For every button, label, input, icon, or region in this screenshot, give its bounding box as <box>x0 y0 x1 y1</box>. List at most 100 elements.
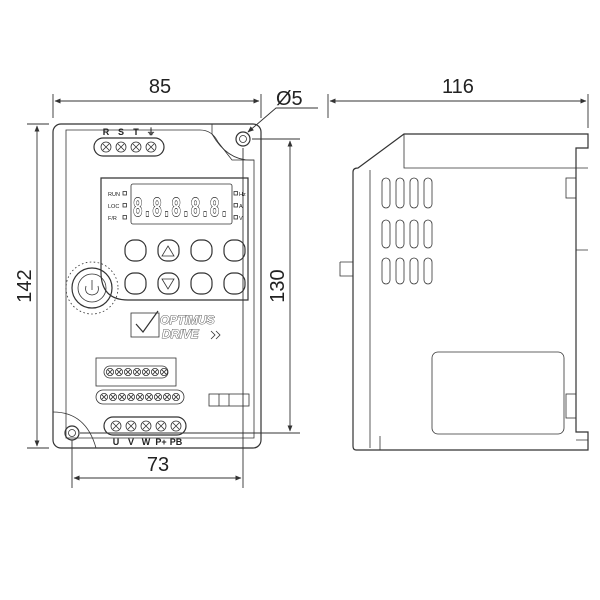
dim-hole-spacing-vertical: 130 <box>267 269 289 302</box>
keypad-button[interactable] <box>157 272 180 295</box>
front-housing-outline <box>52 123 262 449</box>
output-terminal-label: P+ <box>155 437 166 447</box>
status-led <box>122 203 127 208</box>
vent-slot <box>381 219 391 249</box>
input-terminal-label: ⏚ <box>146 127 155 137</box>
led-display <box>130 183 233 225</box>
input-terminal-screw <box>100 141 112 153</box>
control-terminal-screw <box>144 392 153 401</box>
control-terminal-screw <box>135 392 144 401</box>
control-terminal-screw <box>109 392 118 401</box>
keypad-button[interactable] <box>190 239 213 262</box>
unit-led <box>233 191 238 196</box>
control-terminal-screw <box>106 367 115 376</box>
output-terminal-label: W <box>142 437 151 447</box>
control-terminal-screw <box>100 392 109 401</box>
status-indicator-label: RUN <box>108 192 120 198</box>
vent-slot <box>423 257 433 285</box>
bottom-mounting-hole-inner <box>68 429 76 437</box>
control-terminal-screw <box>150 367 159 376</box>
triangle-down-icon <box>161 278 175 290</box>
control-terminal-screw <box>127 392 136 401</box>
unit-led <box>233 215 238 220</box>
vent-slot <box>423 219 433 249</box>
knob-profile <box>339 261 353 277</box>
side-label-recess <box>431 351 565 435</box>
control-terminals <box>95 357 250 407</box>
output-terminal-screw <box>140 420 152 432</box>
input-terminal-screw <box>130 141 142 153</box>
brand-logo: OPTIMUS DRIVE <box>130 310 221 341</box>
control-terminal-screw <box>153 392 162 401</box>
output-terminal-label: V <box>128 437 134 447</box>
output-terminal-label: PB <box>170 437 183 447</box>
status-indicator-label: F/R <box>108 216 117 222</box>
keypad-panel <box>100 177 249 301</box>
triangle-up-icon <box>161 245 175 257</box>
top-mounting-hole-inner <box>239 135 247 143</box>
top-mounting-hole <box>235 131 251 147</box>
keypad-button[interactable] <box>124 239 147 262</box>
unit-indicator-label: A <box>239 204 243 210</box>
logo-line-2: DRIVE <box>162 327 200 341</box>
vent-slot <box>423 177 433 209</box>
seven-segment-digits: 8.8.8.8.8. <box>133 195 229 225</box>
status-led <box>122 215 127 220</box>
bottom-mounting-ear <box>52 411 97 449</box>
dim-side-depth: 116 <box>442 76 474 98</box>
control-terminal-screw <box>132 367 141 376</box>
side-rail <box>575 168 588 251</box>
vent-slot <box>409 177 419 209</box>
dimension-lines: 85 Ø5 116 142 130 73 <box>14 76 589 488</box>
vent-slot <box>409 257 419 285</box>
keypad-button[interactable] <box>157 239 180 262</box>
keypad-button[interactable] <box>223 272 246 295</box>
control-terminal-screw <box>171 392 180 401</box>
output-terminal-label: U <box>113 437 120 447</box>
control-terminal-screw <box>162 392 171 401</box>
top-mounting-ear <box>211 124 255 161</box>
side-housing-outline <box>352 133 589 451</box>
vent-slot <box>381 257 391 285</box>
unit-indicator-label: Hz <box>239 192 246 198</box>
control-terminal-screw <box>115 367 124 376</box>
side-clip-bottom <box>565 393 577 419</box>
keypad-button[interactable] <box>124 272 147 295</box>
output-terminal-screw <box>110 420 122 432</box>
vent-slot <box>395 219 405 249</box>
input-terminal-screw <box>115 141 127 153</box>
keypad-button[interactable] <box>190 272 213 295</box>
vent-slot <box>409 219 419 249</box>
vent-slot <box>381 177 391 209</box>
side-base <box>379 436 588 450</box>
speed-knob[interactable] <box>65 261 119 315</box>
vent-slot <box>395 177 405 209</box>
side-top-step <box>403 134 588 169</box>
status-led <box>122 191 127 196</box>
dim-top-width: 85 <box>149 76 171 98</box>
output-terminal-screw <box>170 420 182 432</box>
dim-hole-spacing-horizontal: 73 <box>147 454 169 476</box>
control-terminal-screw <box>159 367 168 376</box>
vent-slot <box>395 257 405 285</box>
checkmark-icon <box>130 312 160 338</box>
control-terminal-screw <box>141 367 150 376</box>
input-terminal-screw <box>145 141 157 153</box>
side-view <box>339 133 589 451</box>
dim-hole-diameter: Ø5 <box>276 88 303 110</box>
control-terminal-screw <box>118 392 127 401</box>
unit-indicator-label: V <box>239 216 243 222</box>
output-terminal-screw <box>155 420 167 432</box>
front-housing-inner <box>65 129 255 439</box>
control-terminal-screw <box>124 367 133 376</box>
input-terminal-label: R <box>103 127 110 137</box>
dim-overall-height: 142 <box>14 269 36 302</box>
unit-led <box>233 203 238 208</box>
status-indicator-label: LOC <box>108 204 119 210</box>
keypad-button[interactable] <box>223 239 246 262</box>
logo-line-1: OPTIMUS <box>160 313 215 327</box>
